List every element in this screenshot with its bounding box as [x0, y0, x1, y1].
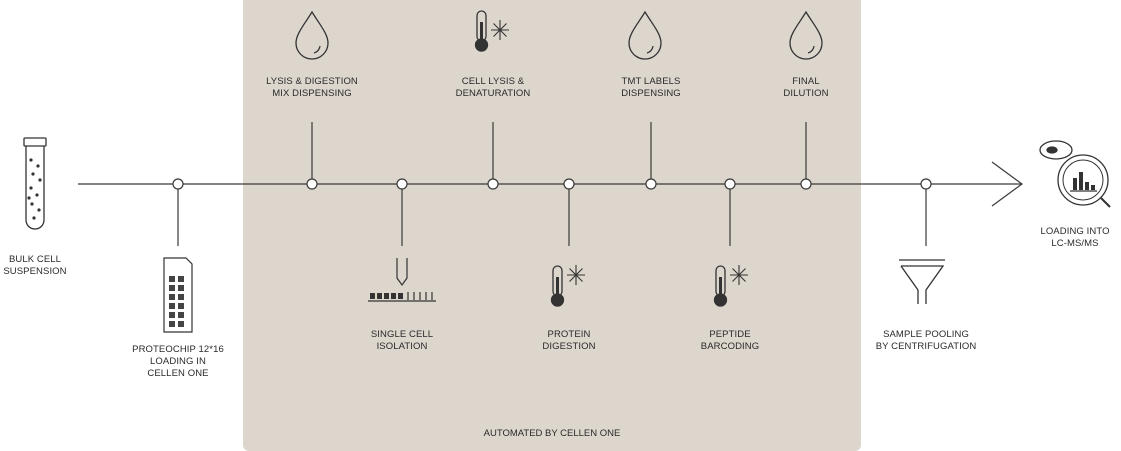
node-peptide-barcoding	[724, 178, 736, 190]
thermometer-snowflake-icon	[713, 265, 748, 307]
step-label-cell-lysis: CELL LYSIS & DENATURATION	[455, 76, 531, 99]
node-cell-lysis	[487, 178, 499, 190]
node-sample-pooling	[920, 178, 932, 190]
funnel-icon	[899, 259, 945, 304]
droplet-icon	[295, 10, 329, 60]
step-label-peptide-barcoding: PEPTIDE BARCODING	[700, 329, 760, 352]
step-label-single-cell: SINGLE CELL ISOLATION	[370, 329, 434, 352]
droplet-icon	[789, 10, 823, 60]
automation-band	[243, 0, 861, 451]
node-final-dilution	[800, 178, 812, 190]
node-protein-digestion	[563, 178, 575, 190]
end-label: LOADING INTO LC-MS/MS	[1040, 226, 1110, 249]
step-label-sample-pooling: SAMPLE POOLING BY CENTRIFUGATION	[875, 329, 977, 352]
start-label: BULK CELL SUSPENSION	[3, 254, 67, 277]
step-label-tmt: TMT LABELS DISPENSING	[621, 76, 681, 99]
node-proteochip	[172, 178, 184, 190]
node-lysis-mix	[306, 178, 318, 190]
step-label-final-dilution: FINAL DILUTION	[783, 76, 829, 99]
thermometer-snowflake-icon	[474, 10, 509, 52]
thermometer-snowflake-icon	[550, 265, 585, 307]
test-tube-icon	[23, 137, 47, 230]
step-label-protein-digestion: PROTEIN DIGESTION	[542, 329, 596, 352]
proteochip-icon	[163, 257, 193, 333]
droplet-icon	[628, 10, 662, 60]
step-label-lysis-mix: LYSIS & DIGESTION MIX DISPENSING	[266, 76, 358, 99]
step-label-proteochip: PROTEOCHIP 12*16 LOADING IN CELLEN ONE	[132, 344, 224, 379]
single-cell-dispenser-icon	[368, 258, 436, 302]
timeline-arrowhead	[991, 161, 1024, 207]
node-single-cell	[396, 178, 408, 190]
mass-spec-magnifier-icon	[1039, 140, 1111, 208]
node-tmt	[645, 178, 657, 190]
automation-band-label: AUTOMATED BY CELLEN ONE	[483, 428, 621, 439]
